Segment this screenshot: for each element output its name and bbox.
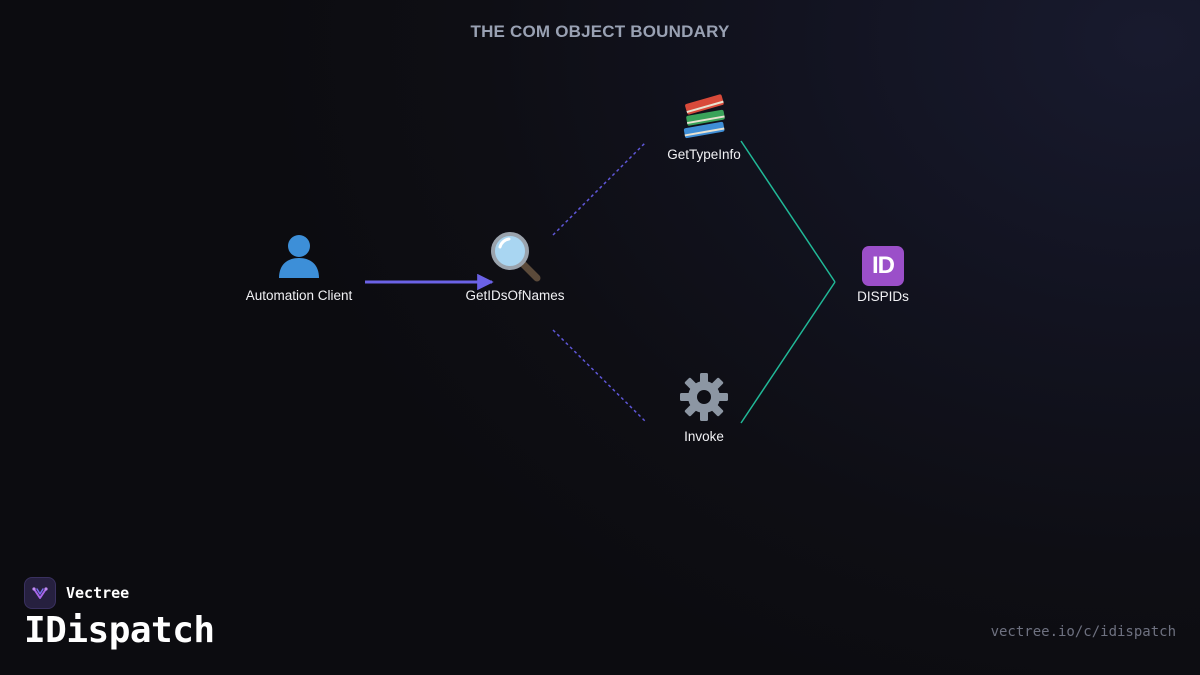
node-dispids: ID DISPIDs [803,229,963,304]
edge-getidsofnames-to-invoke [552,329,647,423]
brand: Vectree [24,577,129,609]
gear-icon [624,369,784,425]
diagram-title: THE COM OBJECT BOUNDARY [470,22,730,41]
page-url[interactable]: vectree.io/c/idispatch [990,624,1176,640]
id-badge-icon: ID [803,229,963,286]
node-label: GetIDsOfNames [465,288,565,303]
node-getidsofnames: GetIDsOfNames [435,228,595,303]
node-invoke: Invoke [624,369,784,444]
node-label: DISPIDs [857,289,909,304]
person-icon [219,228,379,284]
node-label: Invoke [684,429,724,444]
vectree-logo-icon [24,577,56,609]
node-label: Automation Client [245,288,353,303]
edge-getidsofnames-to-gettypeinfo [552,141,647,236]
edge-gettypeinfo-to-dispids [740,140,836,283]
brand-name: Vectree [66,584,130,602]
id-badge-text: ID [862,246,904,286]
page-headline: IDispatch [24,610,215,651]
node-label: GetTypeInfo [667,147,741,162]
edge-invoke-to-dispids [740,281,836,424]
books-icon [624,87,784,143]
node-gettypeinfo: GetTypeInfo [624,87,784,162]
node-automation-client: Automation Client [219,228,379,303]
magnifier-icon [435,228,595,284]
